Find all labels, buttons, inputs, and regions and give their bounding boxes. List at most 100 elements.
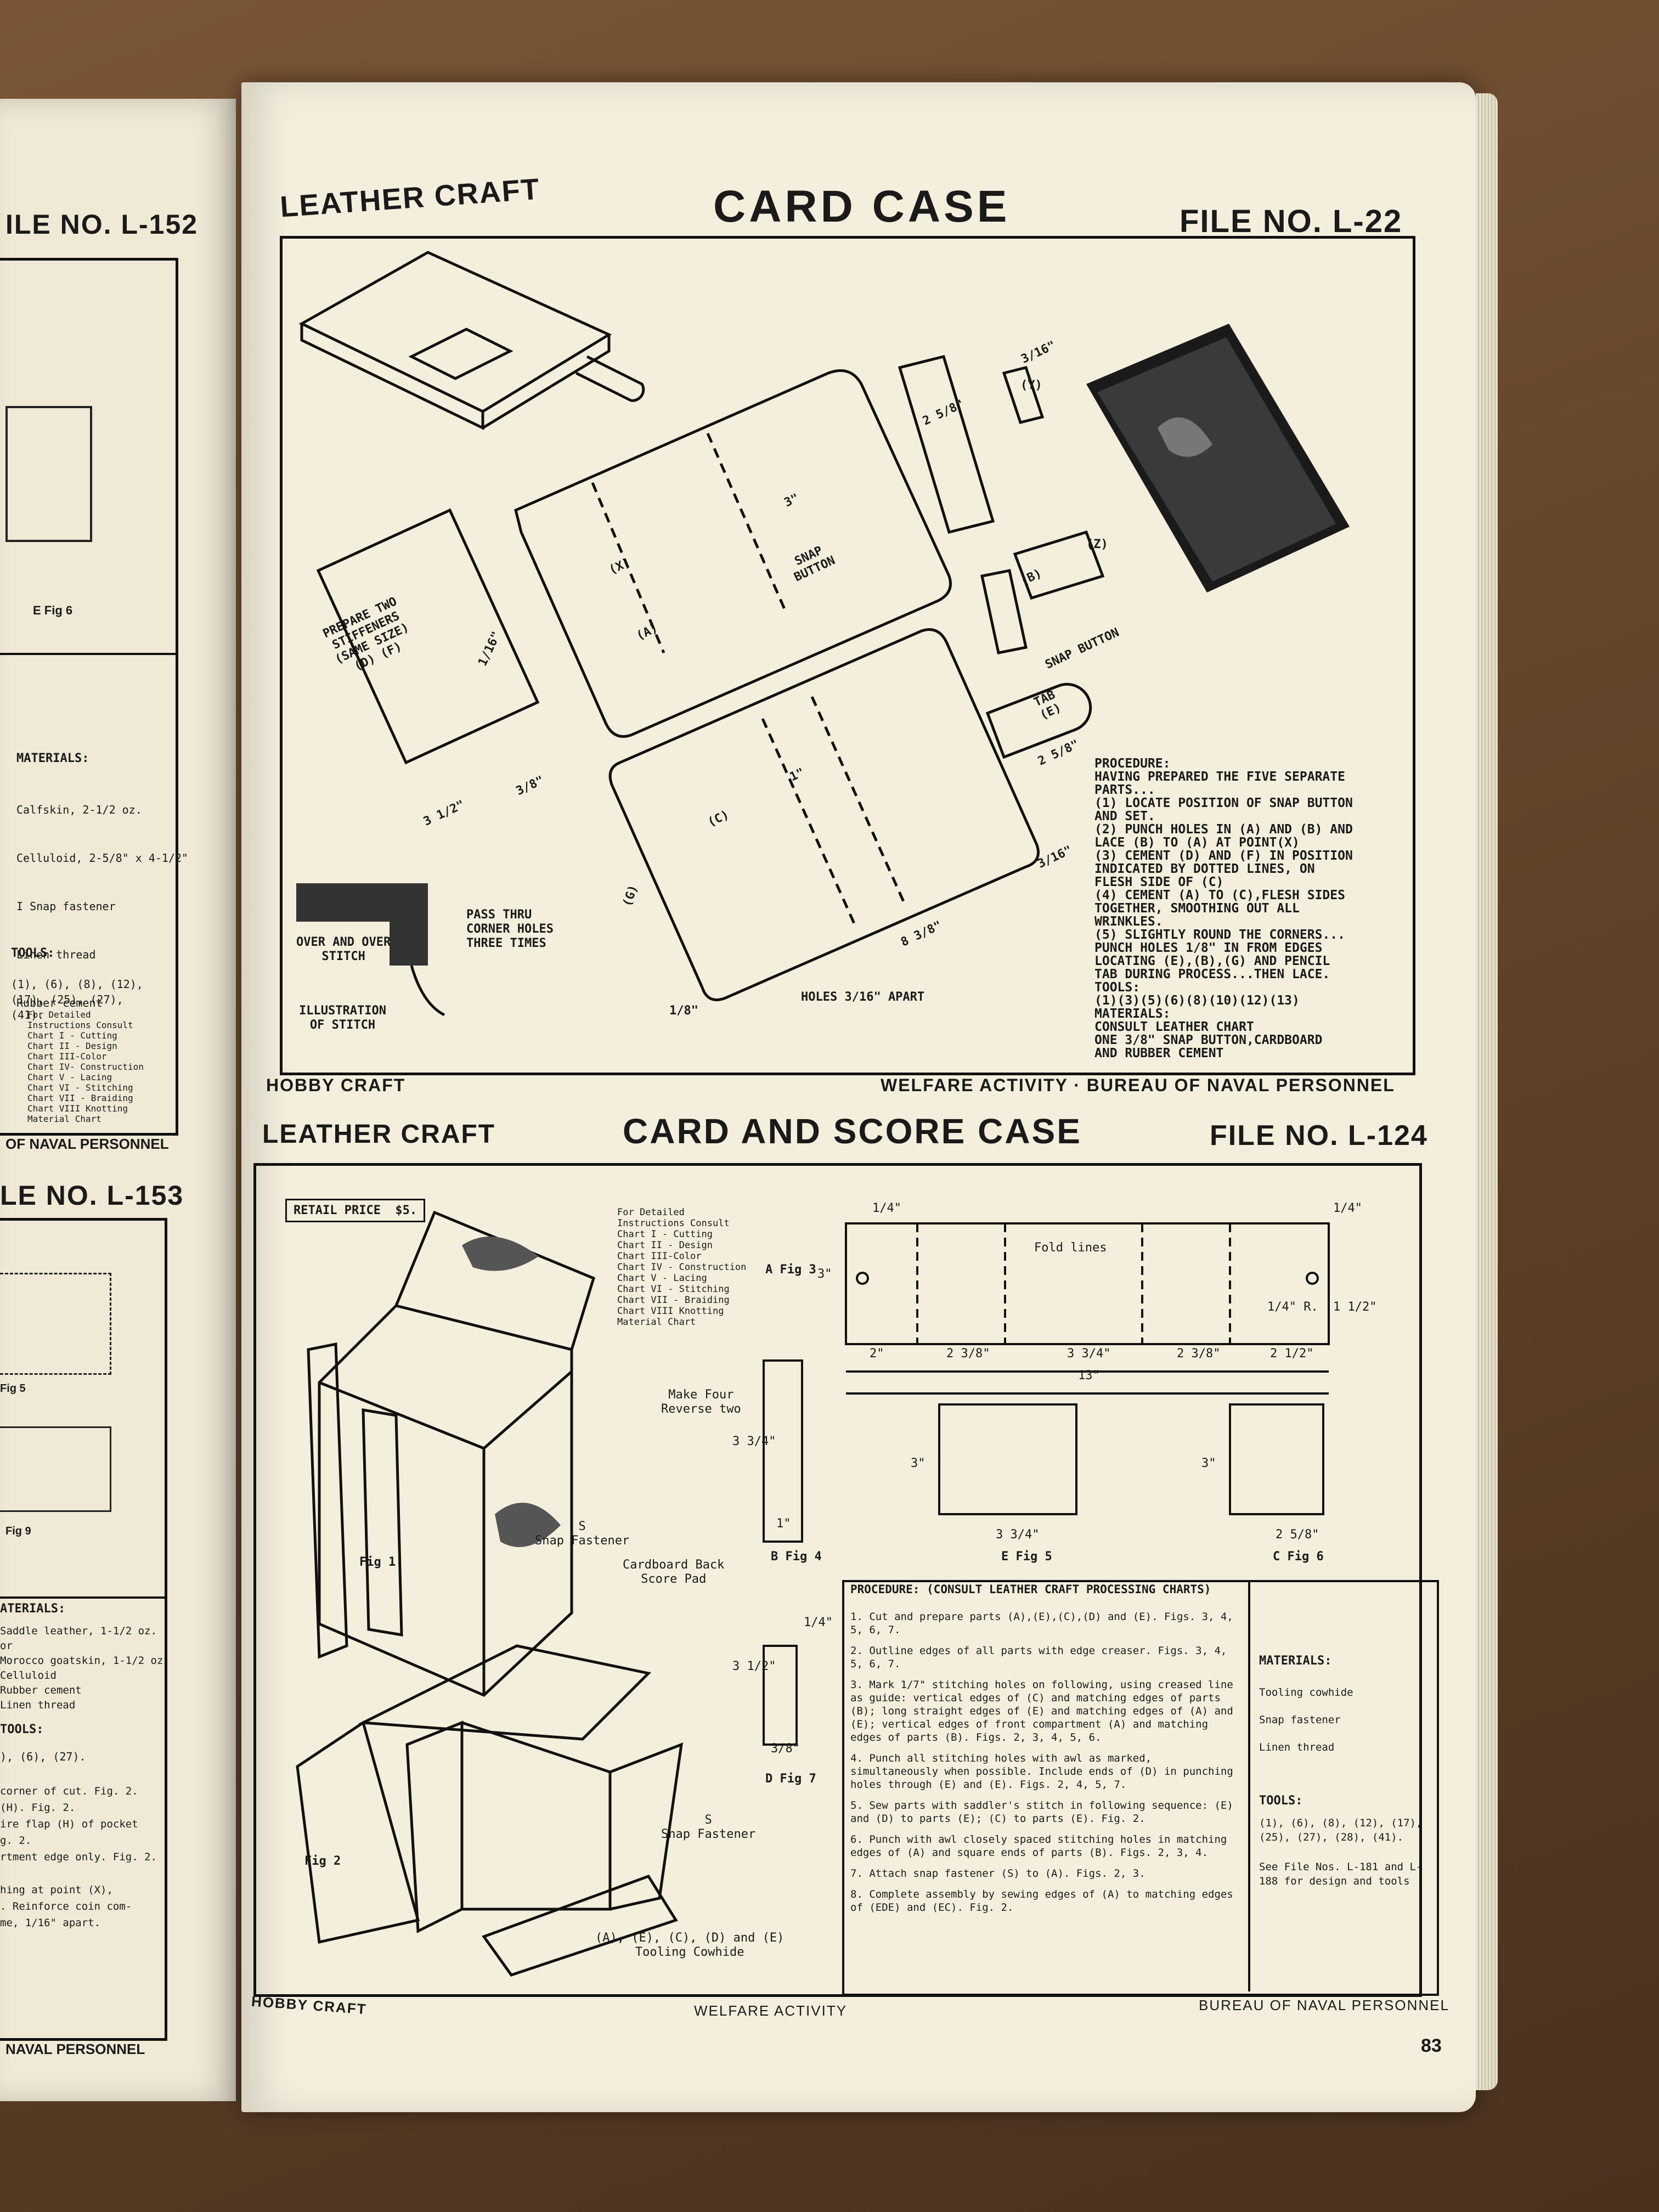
bottom-tools: (1), (6), (8), (12), (17), (25), (27), (… [1259, 1817, 1423, 1843]
procedure-step: 6. Punch with awl closely spaced stitchi… [850, 1833, 1227, 1859]
left-pattern-piece-2 [0, 1426, 111, 1512]
left-fig5: Fig 5 [0, 1383, 26, 1395]
left-material-item: Calfskin, 2-1/2 oz. [16, 803, 142, 816]
fig7-label: D Fig 7 [765, 1772, 816, 1786]
left-materials2-label: ATERIALS: [0, 1602, 66, 1616]
fold-lines-label: Fold lines [1034, 1241, 1107, 1255]
left-materials-label: MATERIALS: [16, 752, 89, 765]
top-section-frame [280, 236, 1415, 1075]
see-file-note: See File Nos. L-181 and L-188 for design… [1259, 1861, 1423, 1887]
dim-3-b: 3" [911, 1457, 926, 1470]
top-file-number: FILE NO. L-22 [1180, 204, 1403, 239]
dim-3-c: 3" [1201, 1457, 1216, 1470]
left-chart-list: For Detailed Instructions Consult Chart … [27, 1009, 144, 1124]
dim-1-1-2: 1 1/2" [1333, 1300, 1377, 1314]
fig5-label: E Fig 5 [1001, 1550, 1052, 1564]
left-notes: corner of cut. Fig. 2. (H). Fig. 2. ire … [0, 1785, 157, 1929]
bottom-chart-list: For Detailed Instructions Consult Chart … [617, 1207, 747, 1328]
page-edges [1476, 93, 1498, 2090]
dim-3-8: 3/8" [771, 1742, 800, 1756]
procedure-step: 7. Attach snap fastener (S) to (A). Figs… [850, 1867, 1146, 1880]
dim-3: 3" [817, 1267, 832, 1281]
label-illustration: ILLUSTRATION OF STITCH [299, 1004, 386, 1032]
fig6-label: C Fig 6 [1273, 1550, 1324, 1564]
part-c-outline [608, 628, 1040, 1001]
dim-1-4-b: 1/4" [1333, 1201, 1362, 1215]
procedure-steps: 1. Cut and prepare parts (A),(E),(C),(D)… [850, 1610, 1240, 1922]
top-procedure: PROCEDURE: HAVING PREPARED THE FIVE SEPA… [1094, 757, 1353, 1060]
left-pattern-piece [0, 1273, 111, 1375]
bottom-material-item: Linen thread [1259, 1741, 1335, 1753]
bottom-materials-label: MATERIALS: [1259, 1654, 1332, 1668]
left-divider-2 [0, 1596, 165, 1599]
left-divider [0, 653, 176, 655]
bottom-footer-right: BUREAU OF NAVAL PERSONNEL [1199, 1997, 1449, 2013]
left-tools-label: TOOLS: [11, 946, 55, 960]
case-photo [1086, 324, 1350, 592]
snap-fastener-label: S Snap Fastener [535, 1520, 630, 1548]
dim-2-1-2: 2 1/2" [1270, 1347, 1314, 1361]
dim-2: 2" [870, 1347, 884, 1361]
left-bureau-top: OF NAVAL PERSONNEL [5, 1136, 169, 1152]
bottom-material-item: Tooling cowhide [1259, 1686, 1353, 1699]
procedure-step: 3. Mark 1/7" stitching holes on followin… [850, 1679, 1233, 1743]
left-tools2: ), (6), (27). [0, 1750, 86, 1763]
left-materials-list: Calfskin, 2-1/2 oz. Celluloid, 2-5/8" x … [16, 774, 188, 1039]
dim-2-3-8-a: 2 3/8" [946, 1347, 990, 1361]
bottom-file-number: FILE NO. L-124 [1210, 1120, 1428, 1152]
fig4-label: B Fig 4 [771, 1550, 822, 1564]
procedure-box [842, 1580, 1439, 1996]
procedure-step: 2. Outline edges of all parts with edge … [850, 1645, 1227, 1670]
bottom-materials-list: Tooling cowhide Snap fastener Linen thre… [1259, 1679, 1353, 1761]
card-case-diagram [296, 251, 1350, 1017]
bottom-category: LEATHER CRAFT [262, 1120, 496, 1149]
dim-1-4-c: 1/4" [804, 1616, 833, 1629]
top-title: CARD CASE [713, 182, 1011, 232]
left-box-bottom [0, 1218, 167, 2041]
fig3-pattern [845, 1222, 1330, 1395]
dim-3-3-4-c: 3 3/4" [996, 1528, 1040, 1542]
left-fig-label: E Fig 6 [33, 603, 73, 617]
label-over-stitch: OVER AND OVER STITCH [296, 935, 391, 963]
left-tools: (1), (6), (8), (12), (17), (25), (27), (… [11, 978, 143, 1022]
fig3-label: A Fig 3 [765, 1263, 816, 1277]
label-holes: HOLES 3/16" APART [801, 990, 925, 1004]
card-score-case-diagram [296, 1210, 1330, 1977]
label-part-y: (Y) [1020, 379, 1042, 392]
snap-fastener-label-2: S Snap Fastener [661, 1813, 756, 1841]
case-sketch [298, 251, 645, 430]
stitch-illustration [296, 883, 445, 1017]
bottom-tools-label: TOOLS: [1259, 1794, 1303, 1808]
dim-3-3-4-b: 3 3/4" [732, 1435, 776, 1448]
fig1-tooled-design [462, 1237, 561, 1547]
retail-price: RETAIL PRICE $5. [285, 1199, 426, 1222]
dim-1-4-r: 1/4" R. [1267, 1300, 1318, 1314]
left-page: ILE NO. L-152 E Fig 6 MATERIALS: Calfski… [0, 99, 236, 2101]
dim-1: 1" [776, 1517, 791, 1531]
left-material-item: Celluloid, 2-5/8" x 4-1/2" [16, 851, 189, 865]
bottom-title: CARD AND SCORE CASE [623, 1111, 1082, 1151]
procedure-step: 5. Sew parts with saddler's stitch in fo… [850, 1799, 1233, 1825]
left-file-number-top: ILE NO. L-152 [5, 209, 199, 240]
strap-parts [898, 354, 1105, 759]
dim-13: 13" [1078, 1369, 1100, 1383]
left-tools2-label: TOOLS: [0, 1723, 44, 1736]
dim-2-5-8: 2 5/8" [1276, 1528, 1319, 1542]
dim-3-1-2: 3 1/2" [732, 1660, 776, 1673]
label-part-z: (Z) [1086, 538, 1108, 551]
left-material-item: I Snap fastener [16, 900, 116, 913]
bottom-footer-center: WELFARE ACTIVITY [694, 2002, 848, 2019]
fig2-open-case [296, 1644, 684, 1977]
dim-3-3-4: 3 3/4" [1067, 1347, 1111, 1361]
bottom-material-item: Snap fastener [1259, 1714, 1341, 1726]
left-material-item: Rubber cement [16, 996, 103, 1009]
part-a-outline [514, 369, 952, 738]
procedure-divider [1248, 1580, 1250, 1991]
procedure-step: 4. Punch all stitching holes with awl as… [850, 1752, 1233, 1791]
page-number: 83 [1421, 2035, 1442, 2056]
dim-1-4-a: 1/4" [872, 1201, 901, 1215]
parts-note: (A), (E), (C), (D) and (E) Tooling Cowhi… [595, 1931, 785, 1959]
dim-2-3-8-b: 2 3/8" [1177, 1347, 1221, 1361]
left-bureau-bottom: NAVAL PERSONNEL [5, 2041, 145, 2057]
top-footer-right: WELFARE ACTIVITY · BUREAU OF NAVAL PERSO… [881, 1075, 1395, 1095]
